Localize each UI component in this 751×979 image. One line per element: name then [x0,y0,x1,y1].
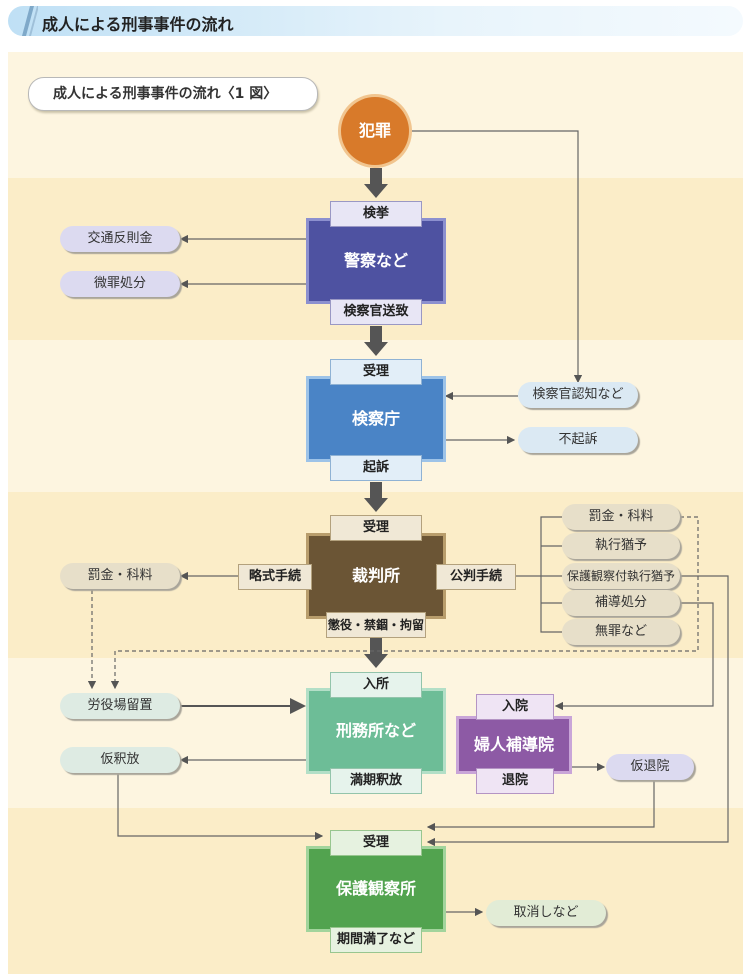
prosecutors-top-label: 受理 [330,359,422,385]
womens-top-label: 入院 [476,694,554,720]
outcome-parole: 仮釈放 [60,747,180,773]
crime-node: 犯罪 [341,97,409,165]
court-bottom-label: 懲役・禁錮・拘留 [326,612,426,638]
figure-title: 成人による刑事事件の流れ〈1 図〉 [28,77,318,111]
police-bottom-label: 検察官送致 [330,299,422,325]
womens-guidance-box: 婦人補導院 [456,716,572,774]
outcome-revocation: 取消しなど [486,900,606,926]
police-box: 警察など [306,218,446,304]
outcome-provisional-release: 仮退院 [606,754,694,780]
outcome-fine-left: 罰金・科料 [60,563,180,589]
probation-top-label: 受理 [330,830,422,856]
outcome-prosecutor-cognizance: 検察官認知など [518,382,638,408]
prison-top-label: 入所 [330,672,422,698]
womens-bottom-label: 退院 [476,768,554,794]
outcome-non-prosecution: 不起訴 [518,427,638,453]
outcome-guidance: 補導処分 [562,590,680,616]
prison-bottom-label: 満期釈放 [330,768,422,794]
prosecutors-bottom-label: 起訴 [330,455,422,481]
page-header: 成人による刑事事件の流れ [8,6,743,36]
outcome-traffic-fine: 交通反則金 [60,226,180,252]
outcome-workhouse: 労役場留置 [60,693,180,719]
court-right-label: 公判手続 [436,564,516,590]
court-left-label: 略式手続 [238,564,312,590]
header-stripe-icon [22,6,38,36]
page-title: 成人による刑事事件の流れ [42,15,234,34]
outcome-not-guilty: 無罪など [562,619,680,645]
main-flow-arrows [364,168,388,668]
probation-bottom-label: 期間満了など [330,927,422,953]
prosecutors-box: 検察庁 [306,376,446,462]
outcome-minor-disposal: 微罪処分 [60,271,180,297]
court-top-label: 受理 [330,515,422,541]
probation-office-box: 保護観察所 [306,846,446,932]
court-box: 裁判所 [306,533,446,619]
outcome-probation-suspended: 保護観察付執行猶予 [562,563,680,589]
prison-box: 刑務所など [306,688,446,774]
outcome-suspended: 執行猶予 [562,533,680,559]
outcome-fine-right: 罰金・科料 [562,504,680,530]
police-top-label: 検挙 [330,201,422,227]
